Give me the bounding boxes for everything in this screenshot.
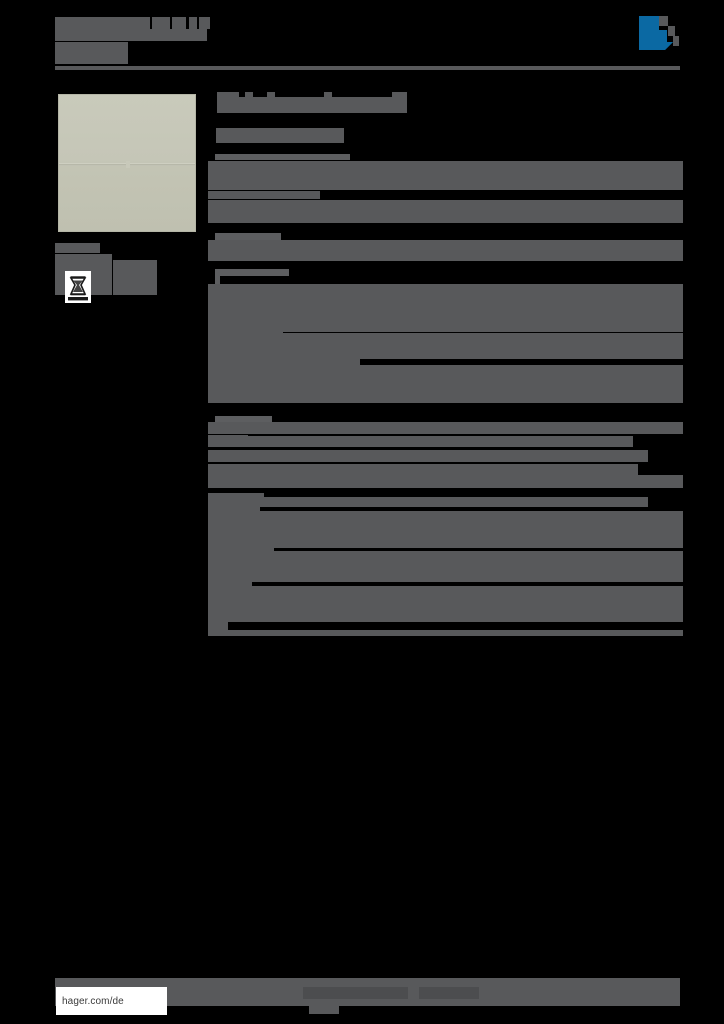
row-label-5b [208, 507, 260, 524]
row-label-3a [215, 269, 289, 276]
row-band-3b [208, 333, 683, 359]
row-band-6d [208, 595, 683, 622]
row-band-4d [266, 464, 638, 475]
row-band-5c [208, 524, 683, 548]
page-footer: hager.com/de [55, 978, 680, 1018]
row-label-5a [208, 493, 264, 507]
row-band-4e [208, 475, 683, 488]
row-band-4b [208, 436, 633, 447]
specification-table [205, 86, 683, 636]
product-title-accent-5 [392, 92, 407, 99]
row-label-3b [208, 325, 283, 333]
row-marker-4b [208, 435, 248, 447]
header-title-line2 [55, 29, 207, 41]
row-label-3c [208, 357, 360, 365]
thumbnail-strip [55, 243, 200, 303]
thumbnail-caption-block [55, 243, 100, 253]
row-band-1a [208, 161, 683, 190]
row-label-1b [208, 191, 320, 199]
hager-logo [637, 12, 682, 54]
row-label-2a [215, 233, 281, 240]
row-band-2a [208, 240, 683, 261]
row-band-3c [208, 365, 683, 385]
product-photo [58, 94, 196, 232]
row-band-5b [260, 511, 683, 524]
thumbnail-primary[interactable] [55, 254, 112, 303]
row-label-6c [208, 582, 252, 595]
row-label-4d [208, 464, 266, 475]
header-title-line1-seg1 [55, 17, 150, 29]
footer-page-number [635, 978, 680, 1006]
row-band-4c [280, 450, 648, 462]
row-band-1b [208, 200, 683, 223]
row-label-1a [215, 154, 350, 160]
row-band-6b [208, 559, 683, 582]
row-label-4a [215, 416, 272, 422]
row-label-4c [208, 450, 280, 462]
row-marker-3a [215, 276, 220, 284]
row-band-4a [208, 422, 683, 434]
product-photo-seam-gap [126, 161, 130, 168]
row-band-6c [252, 586, 683, 595]
weee-bin-icon [65, 271, 91, 303]
product-title-accent-1 [217, 92, 239, 99]
row-band-6a [274, 551, 683, 559]
row-band-5a [264, 497, 648, 507]
thumbnail-secondary[interactable] [113, 260, 157, 295]
header-title-line1-seg3 [172, 17, 186, 29]
row-band-3d [208, 383, 683, 403]
header-title-line1-seg5 [199, 17, 210, 29]
product-title-accent-3 [267, 92, 275, 99]
footer-divider-rule [55, 978, 680, 986]
footer-center-text-2 [419, 987, 479, 999]
header-title-line1-seg4 [189, 17, 197, 29]
footer-url-text: hager.com/de [62, 995, 124, 1007]
footer-center-text-1 [303, 987, 408, 999]
product-subtitle [216, 128, 344, 143]
product-title-accent-4 [324, 92, 332, 99]
row-band-6e [208, 630, 683, 636]
header-divider-rule [55, 66, 680, 70]
product-title-accent-2 [245, 92, 253, 99]
product-title [217, 97, 407, 113]
header-title-line1-seg2 [152, 17, 170, 29]
row-band-3a [208, 284, 683, 332]
footer-bar-tail [309, 1006, 339, 1014]
header-title-line3 [55, 42, 128, 64]
row-label-6a [208, 547, 274, 559]
footer-url-box[interactable]: hager.com/de [56, 987, 167, 1015]
